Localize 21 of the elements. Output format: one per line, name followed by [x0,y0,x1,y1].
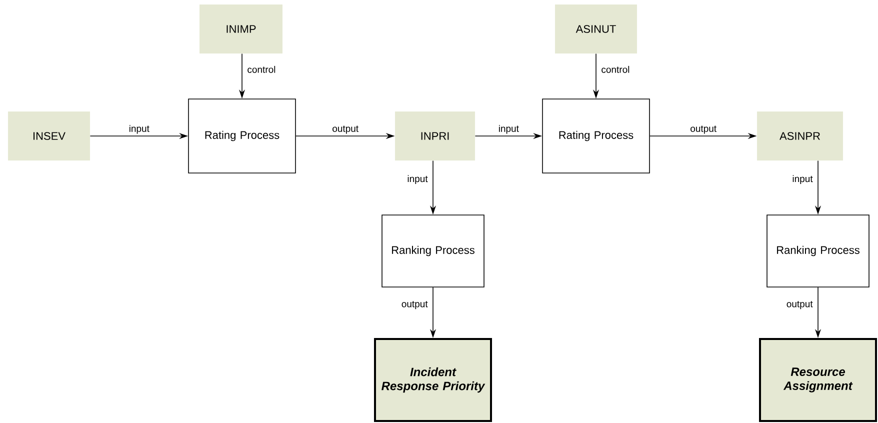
edge-label: output [786,301,813,310]
process-box: Ranking Process [766,214,870,288]
edge-label: control [248,66,276,73]
edge-label: input [499,124,519,134]
edge-label: input [408,175,428,184]
edge-label: output [690,126,716,134]
data-box: INIMP [200,4,282,54]
data-box: INPRI [395,112,475,160]
edge-label: output [402,301,428,310]
edge-label: output [332,126,358,134]
edge-label: input [130,124,150,134]
data-box: INSEV [8,112,90,160]
result-box: Incident Response Priority [374,338,492,422]
data-box: ASINUT [555,4,637,54]
edge-label: control [602,66,630,73]
process-box: Ranking Process [382,214,484,288]
data-box: ASINPR [757,112,843,160]
edge-label: input [792,175,813,184]
result-box: Resource Assignment [759,338,877,422]
process-box: Rating Process [542,98,650,174]
process-box: Rating Process [188,98,296,174]
